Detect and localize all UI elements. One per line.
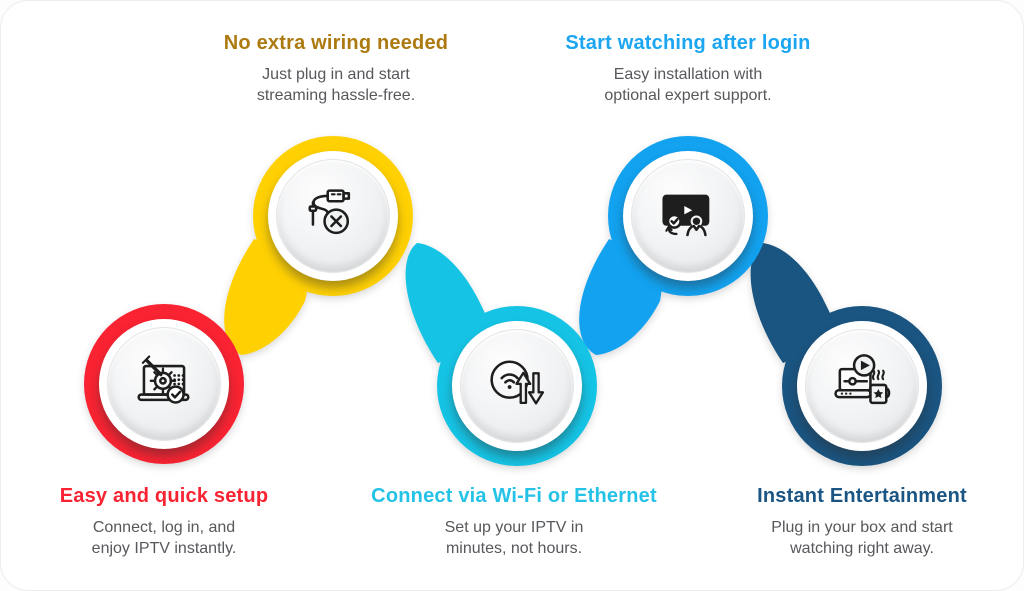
step-title: Start watching after login — [565, 32, 811, 54]
step-node-no-wiring — [253, 136, 413, 296]
node-icon-plate — [107, 327, 221, 441]
step-node-connect-wifi — [437, 306, 597, 466]
step-title: Easy and quick setup — [59, 485, 269, 507]
node-icon-plate — [276, 159, 390, 273]
step-label-easy-setup: Easy and quick setup Connect, log in, an… — [1, 485, 354, 559]
step-label-no-wiring: No extra wiring needed Just plug in and … — [146, 32, 526, 106]
node-icon-plate — [631, 159, 745, 273]
step-node-instant-entertainment — [782, 306, 942, 466]
step-title: Instant Entertainment — [757, 485, 967, 507]
laptop-gear-check-icon — [137, 355, 190, 404]
step-node-easy-setup — [84, 304, 244, 464]
step-label-start-watching: Start watching after login Easy installa… — [498, 32, 878, 106]
step-description: Connect, log in, and enjoy IPTV instantl… — [91, 519, 237, 557]
step-description: Just plug in and start streaming hassle-… — [256, 66, 416, 104]
step-label-connect-wifi: Connect via Wi-Fi or Ethernet Set up you… — [324, 485, 704, 559]
step-description: Plug in your box and start watching righ… — [771, 519, 953, 557]
usb-cable-cross-icon — [308, 189, 351, 235]
node-icon-plate — [805, 329, 919, 443]
laptop-media-coffee-icon — [834, 354, 891, 405]
step-title: Connect via Wi-Fi or Ethernet — [371, 485, 657, 507]
step-description: Easy installation with optional expert s… — [604, 66, 772, 104]
node-icon-plate — [460, 329, 574, 443]
step-description: Set up your IPTV in minutes, not hours. — [444, 519, 584, 557]
step-title: No extra wiring needed — [223, 32, 449, 54]
step-label-instant-entertainment: Instant Entertainment Plug in your box a… — [672, 485, 1023, 559]
wifi-data-transfer-icon — [490, 360, 545, 405]
step-node-start-watching — [608, 136, 768, 296]
tv-play-viewer-icon — [662, 194, 710, 237]
